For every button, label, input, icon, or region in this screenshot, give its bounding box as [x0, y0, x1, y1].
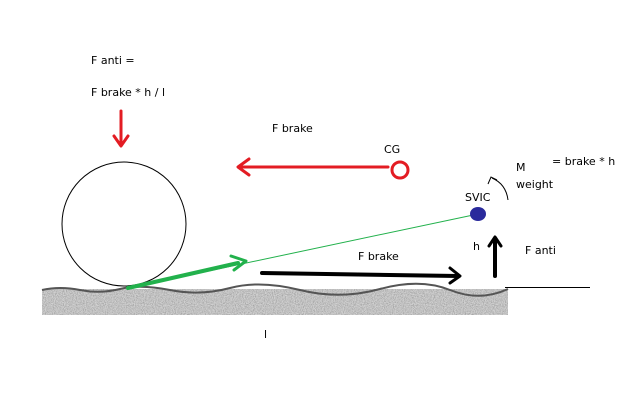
cg-label: CG: [384, 143, 401, 156]
f-anti-up-arrow: [487, 235, 503, 278]
moment-arrow-icon: [487, 176, 509, 201]
svic-label: SVIC: [465, 191, 491, 204]
ground: [41, 282, 590, 315]
f-anti-down-arrow: [112, 109, 130, 148]
f-brake-top-label: F brake: [272, 122, 313, 135]
moment-label: M: [516, 161, 526, 174]
f-anti-equation-line1: F anti =: [91, 54, 135, 67]
cg-marker: [390, 160, 410, 180]
f-brake-bottom-label: F brake: [358, 250, 399, 263]
wheelbase-label: l: [264, 328, 268, 341]
weight-label: weight: [516, 178, 554, 191]
f-anti-right-label: F anti: [525, 244, 556, 257]
h-label: h: [473, 240, 480, 253]
green-force-arrow: [126, 254, 248, 290]
f-brake-left-arrow: [236, 157, 390, 177]
f-brake-right-arrow: [260, 266, 462, 285]
f-anti-equation-line2: F brake * h / l: [91, 86, 166, 99]
moment-equation-label: = brake * h: [552, 155, 616, 168]
svic-marker: [470, 207, 486, 221]
wheel: [61, 161, 187, 287]
